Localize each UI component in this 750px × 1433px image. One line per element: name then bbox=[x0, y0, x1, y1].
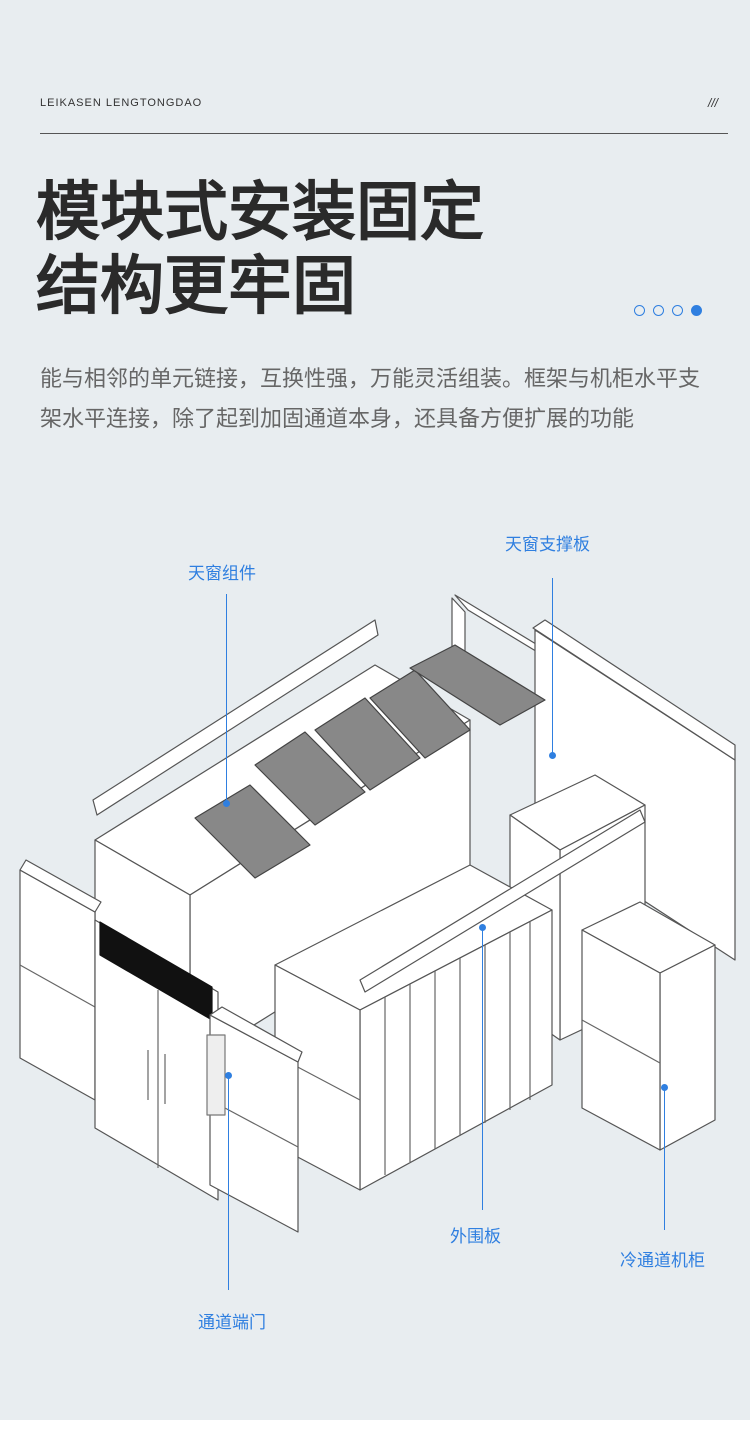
callout-dot-skylight-support bbox=[549, 752, 556, 759]
pager-dot-3[interactable] bbox=[672, 305, 683, 316]
skylight-support-bar-front bbox=[359, 809, 646, 993]
title-line-1: 模块式安装固定 bbox=[36, 176, 484, 250]
callout-line-cold-aisle-cabinet bbox=[664, 1088, 665, 1230]
footer-band bbox=[0, 1420, 750, 1433]
callout-line-aisle-door bbox=[228, 1076, 229, 1290]
callout-line-skylight-support bbox=[552, 578, 553, 754]
skylight-panel-2 bbox=[254, 731, 366, 826]
pager-dot-1[interactable] bbox=[634, 305, 645, 316]
pager-dot-2[interactable] bbox=[653, 305, 664, 316]
callout-dot-aisle-door bbox=[225, 1072, 232, 1079]
callout-dot-enclosure-panel bbox=[479, 924, 486, 931]
label-skylight-support: 天窗支撑板 bbox=[505, 535, 590, 555]
label-aisle-door: 通道端门 bbox=[198, 1313, 266, 1333]
decor-slashes: /// bbox=[707, 96, 718, 110]
cold-aisle-cabinet-front bbox=[659, 944, 716, 1151]
header-divider bbox=[40, 133, 728, 134]
skylight-panel-3 bbox=[314, 697, 421, 791]
label-cold-aisle-cabinet: 冷通道机柜 bbox=[620, 1251, 705, 1271]
label-enclosure-panel: 外围板 bbox=[450, 1227, 501, 1247]
callout-dot-cold-aisle-cabinet bbox=[661, 1084, 668, 1091]
callout-line-skylight-assembly bbox=[226, 594, 227, 802]
pager-dot-4[interactable] bbox=[691, 305, 702, 316]
skylight-panel-5 bbox=[409, 644, 546, 726]
cold-aisle-cabinet-side bbox=[581, 929, 661, 1151]
pager-dots bbox=[634, 305, 702, 316]
page-title: 模块式安装固定 结构更牢固 bbox=[36, 176, 484, 324]
description-text: 能与相邻的单元链接，互换性强，万能灵活组装。框架与机柜水平支架水平连接，除了起到… bbox=[40, 367, 701, 432]
skylight-panel-1 bbox=[194, 784, 311, 879]
brand-text: LEIKASEN LENGTONGDAO bbox=[40, 97, 203, 109]
title-line-2: 结构更牢固 bbox=[36, 250, 356, 324]
skylight-panel-4 bbox=[369, 669, 471, 759]
label-skylight-assembly: 天窗组件 bbox=[188, 564, 256, 584]
cold-aisle-illustration bbox=[19, 594, 736, 1233]
callout-line-enclosure-panel bbox=[482, 928, 483, 1210]
callout-dot-skylight-assembly bbox=[223, 800, 230, 807]
skylight-support-bar-back bbox=[92, 619, 379, 816]
